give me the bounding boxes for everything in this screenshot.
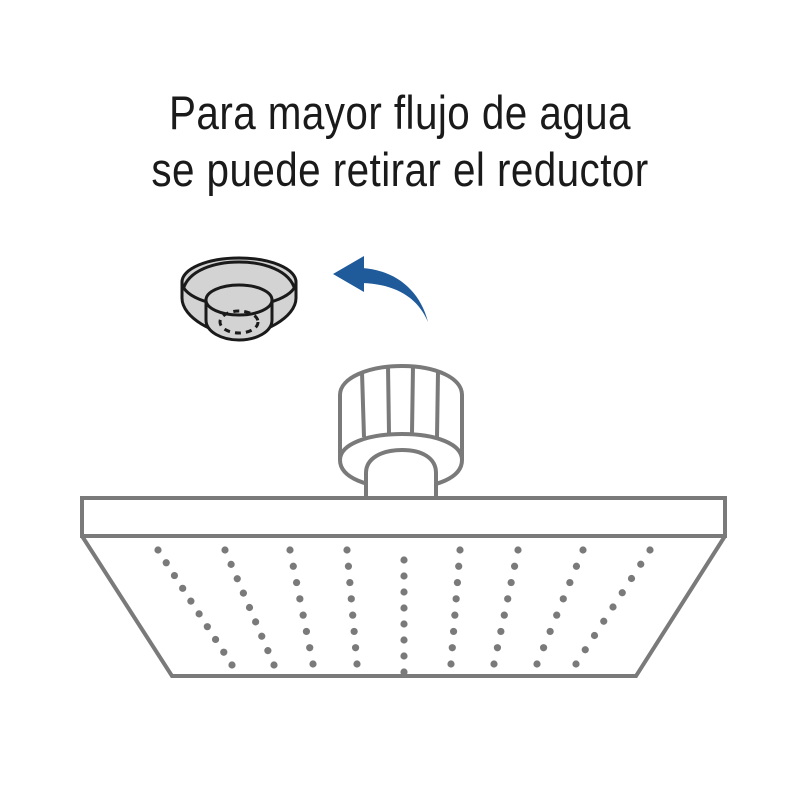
nozzle-dot [514, 546, 522, 554]
nozzle-dot [353, 660, 361, 668]
nozzle-dot [227, 560, 235, 568]
nozzle-dot [559, 595, 567, 603]
nozzle-dot [452, 595, 460, 603]
nozzle-dot [510, 562, 519, 570]
nozzle-dot [346, 578, 354, 587]
nozzle-dot [221, 546, 229, 554]
nozzle-dot [400, 572, 408, 580]
nozzle-dot [154, 546, 162, 554]
nozzle-dot [400, 588, 408, 596]
nozzle-dot [170, 571, 179, 580]
nozzle-dot [309, 660, 317, 668]
nozzle-dot [618, 589, 626, 597]
nozzle-dot [296, 595, 304, 603]
nozzle-dot [449, 627, 458, 636]
nozzle-dot [646, 546, 654, 554]
nozzle-dot [572, 562, 581, 570]
nozzle-dot [299, 611, 307, 619]
nozzle-dot [400, 668, 408, 676]
nozzle-dot [627, 574, 636, 583]
nozzle-dot [637, 560, 645, 568]
nozzle-dot [500, 611, 508, 619]
nozzle-dot [347, 595, 355, 603]
square-shower-head-icon [80, 363, 727, 678]
nozzle-dot [533, 660, 541, 668]
nozzle-dot [497, 627, 505, 636]
nozzle-dot [400, 620, 408, 628]
nozzle-dots [154, 546, 654, 676]
nozzle-dot [302, 627, 311, 636]
nozzle-dot [289, 562, 297, 570]
nozzle-dot [546, 627, 554, 636]
nozzle-dot [187, 597, 195, 605]
nozzle-dot [504, 595, 512, 603]
nozzle-dot [211, 635, 220, 644]
nozzle-dot [448, 644, 456, 652]
nozzle-dot [493, 644, 502, 652]
nozzle-dot [264, 647, 272, 655]
nozzle-dot [400, 636, 408, 644]
nozzle-dot [252, 618, 260, 626]
nozzle-dot [451, 611, 459, 619]
nozzle-dot [572, 660, 580, 668]
nozzle-dot [539, 644, 548, 652]
caption: Para mayor flujo de agua se puede retira… [56, 84, 744, 198]
nozzle-dot [258, 632, 266, 640]
nozzle-dot [203, 623, 211, 631]
nozzle-dot [195, 610, 203, 618]
nozzle-dot [233, 575, 241, 583]
nozzle-dot [350, 627, 358, 636]
nozzle-dot [579, 546, 587, 554]
nozzle-dot [239, 589, 247, 597]
nozzle-dot [600, 617, 608, 625]
nozzle-dot [179, 584, 187, 592]
nozzle-dot [553, 611, 561, 619]
nozzle-dot [343, 546, 351, 554]
nozzle-dot [292, 578, 301, 587]
caption-line-2: se puede retirar el reductor [151, 143, 649, 196]
nozzle-dot [456, 546, 464, 554]
nozzle-dot [453, 578, 462, 587]
nozzle-dot [447, 660, 455, 668]
nozzle-dot [566, 578, 574, 587]
nozzle-dot [306, 644, 314, 652]
nozzle-dot [286, 546, 294, 554]
nozzle-dot [344, 562, 353, 570]
nozzle-dot [590, 631, 599, 640]
nozzle-dot [245, 603, 254, 612]
nozzle-dot [455, 562, 463, 570]
nozzle-dot [349, 611, 357, 619]
nozzle-dot [490, 660, 498, 668]
nozzle-dot [400, 604, 408, 612]
nozzle-dot [609, 603, 617, 611]
nozzle-dot [581, 646, 589, 654]
nozzle-dot [270, 661, 278, 669]
nozzle-dot [220, 648, 228, 656]
nozzle-dot [507, 578, 515, 587]
nozzle-dot [400, 556, 408, 564]
reducer-icon [180, 256, 298, 342]
nozzle-dot [400, 652, 408, 660]
nozzle-dot [162, 559, 170, 567]
nozzle-dot [351, 644, 360, 652]
curved-arrow-left-icon [333, 256, 428, 322]
caption-line-1: Para mayor flujo de agua [169, 86, 631, 139]
nozzle-dot [228, 661, 236, 669]
